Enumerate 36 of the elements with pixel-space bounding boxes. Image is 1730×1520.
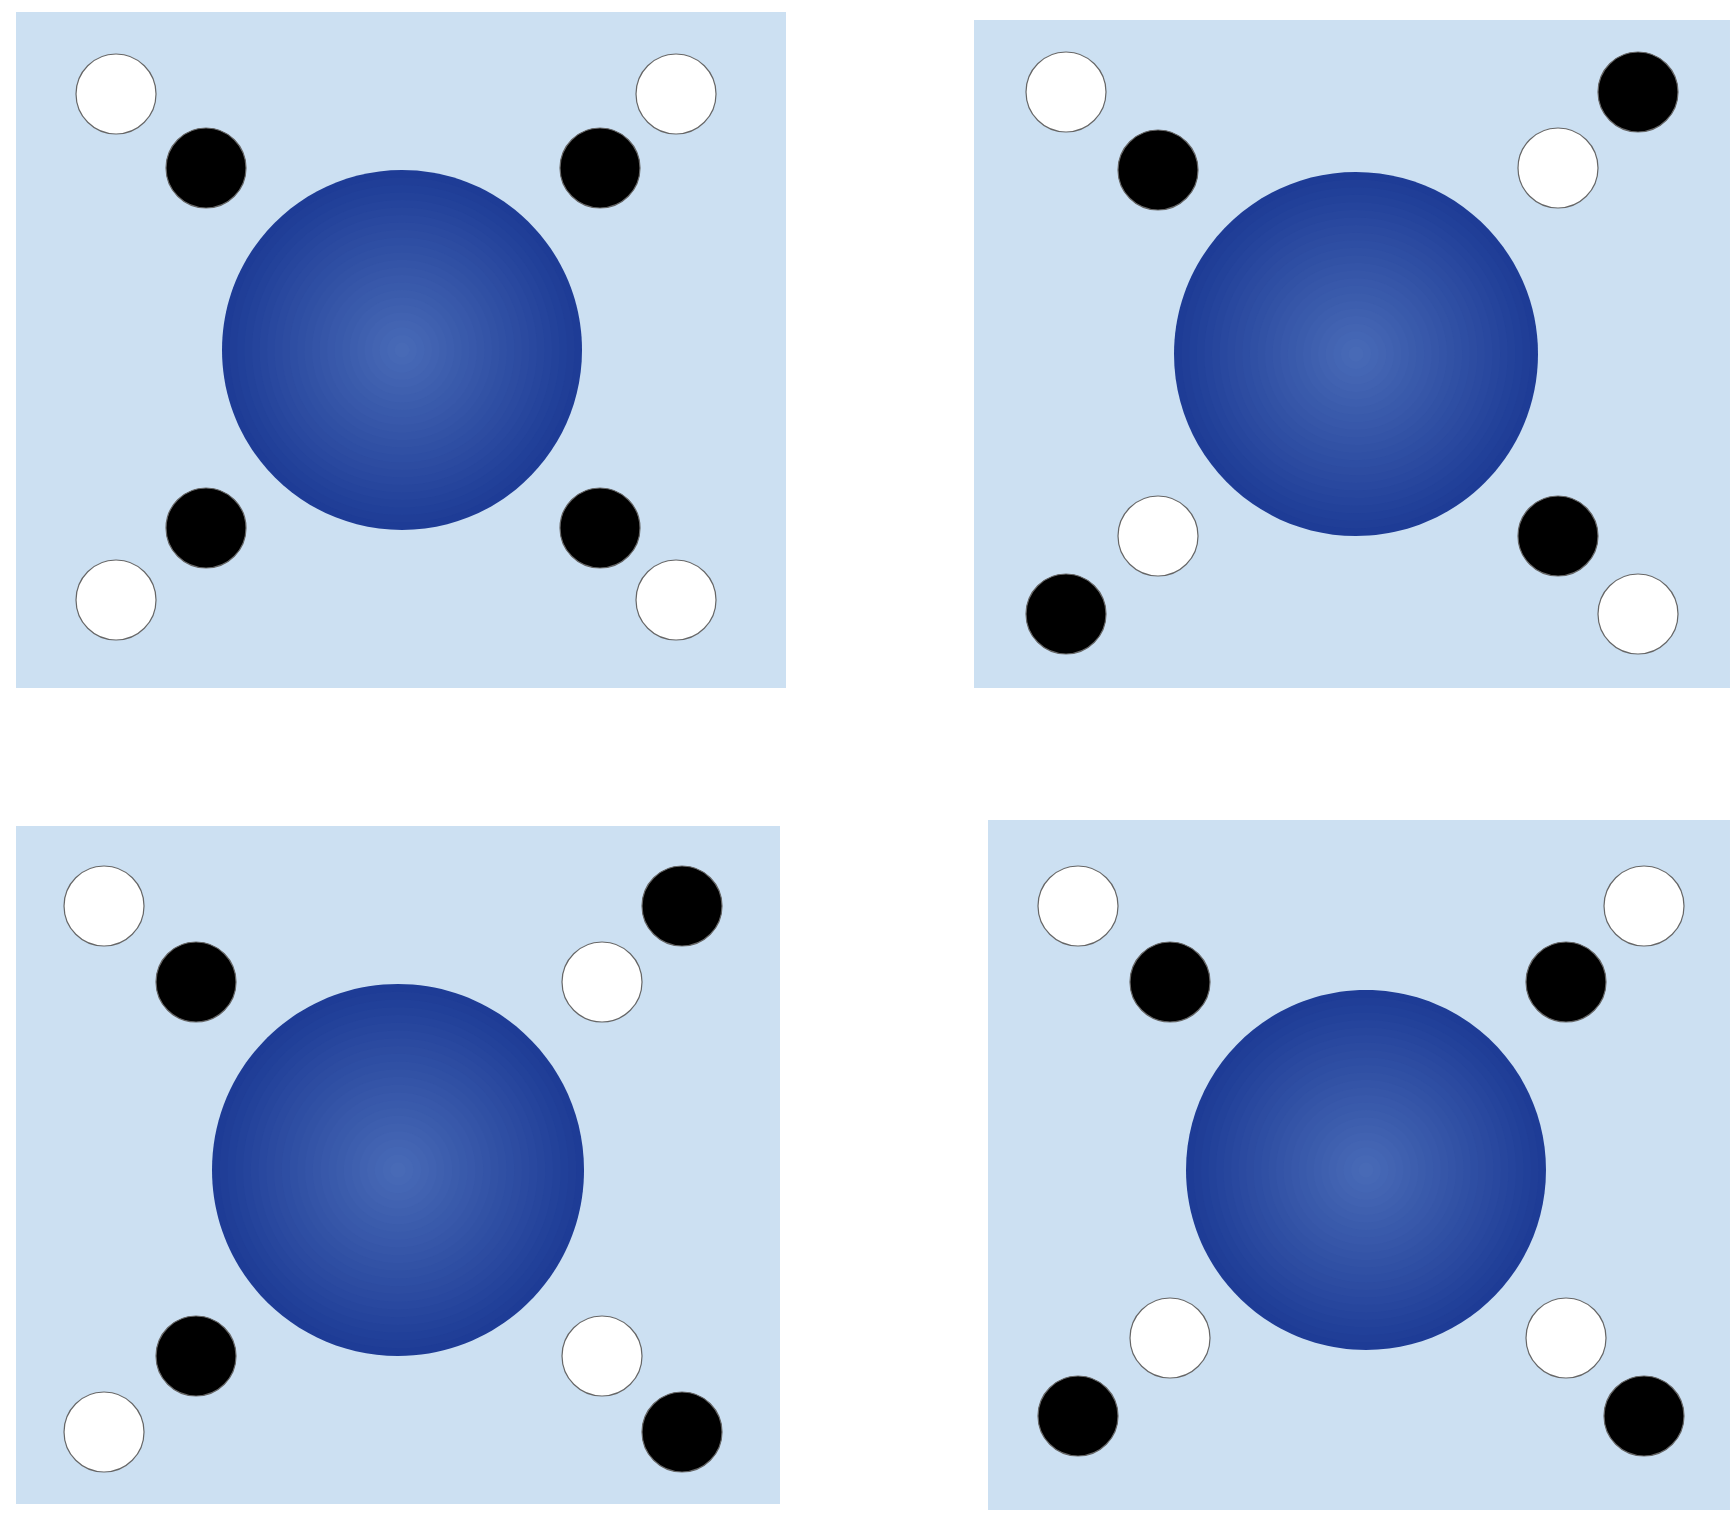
small-circle [1517,127,1599,209]
small-circle [1597,573,1679,655]
small-circle [1037,865,1119,947]
sphere [1174,172,1538,536]
small-circle [1129,1297,1211,1379]
small-circle [1603,1375,1685,1457]
small-circle [63,1391,145,1473]
small-circle [75,53,157,135]
sphere [212,984,584,1356]
sphere [222,170,582,530]
small-circle [641,1391,723,1473]
small-circle [1025,51,1107,133]
small-circle [1525,941,1607,1023]
small-circle [1117,495,1199,577]
small-circle [155,1315,237,1397]
small-circle [1025,573,1107,655]
small-circle [1037,1375,1119,1457]
small-circle [635,559,717,641]
sphere [1186,990,1546,1350]
small-circle [1597,51,1679,133]
small-circle [75,559,157,641]
small-circle [63,865,145,947]
small-circle [1525,1297,1607,1379]
small-circle [1129,941,1211,1023]
small-circle [641,865,723,947]
small-circle [561,941,643,1023]
small-circle [559,127,641,209]
small-circle [561,1315,643,1397]
small-circle [165,487,247,569]
small-circle [635,53,717,135]
small-circle [1603,865,1685,947]
small-circle [155,941,237,1023]
small-circle [165,127,247,209]
small-circle [1517,495,1599,577]
small-circle [1117,129,1199,211]
small-circle [559,487,641,569]
